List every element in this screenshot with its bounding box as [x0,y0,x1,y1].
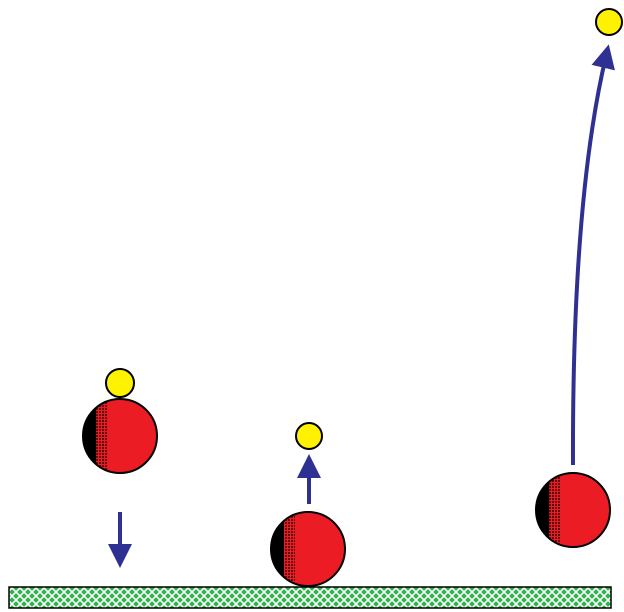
stage-after-bounce [535,8,623,548]
yellow-ball-icon [295,422,323,450]
arrow-icon [570,44,615,466]
red-ball-icon [535,472,611,548]
yellow-ball-icon [105,368,135,398]
stage-before-impact [82,368,158,568]
yellow-ball-icon [595,8,623,36]
stage-on-ground [270,422,346,587]
ground [8,586,612,609]
red-ball-icon [82,398,158,474]
red-ball-icon [270,511,346,587]
